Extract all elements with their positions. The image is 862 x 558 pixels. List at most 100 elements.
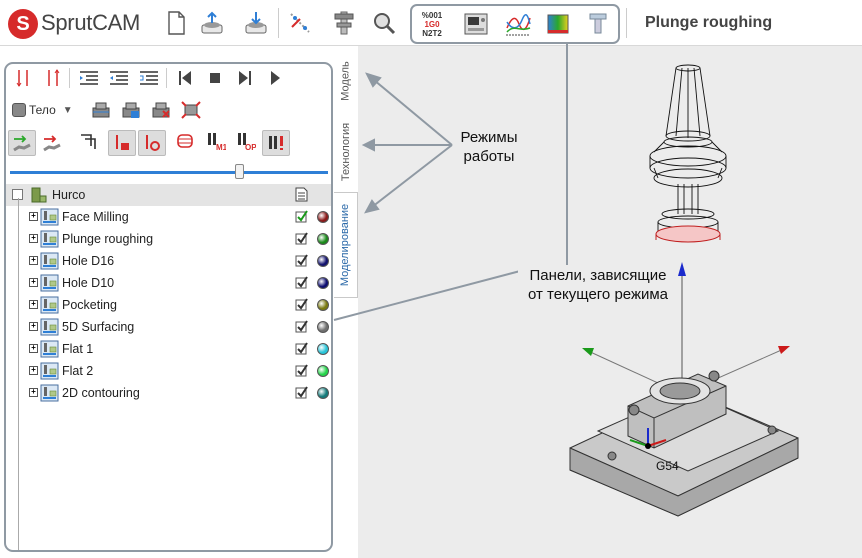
operation-check-icon[interactable] bbox=[295, 298, 308, 311]
toolpath-icon[interactable] bbox=[76, 130, 102, 152]
move-down-icon[interactable] bbox=[10, 67, 36, 89]
stop-icon[interactable] bbox=[202, 67, 228, 89]
expand-icon[interactable]: + bbox=[29, 300, 38, 309]
tree-operation-row[interactable]: +Flat 2 bbox=[6, 360, 331, 382]
expand-icon[interactable]: + bbox=[29, 344, 38, 353]
body-icon bbox=[12, 103, 26, 117]
new-file-icon[interactable] bbox=[160, 6, 192, 40]
color-map-icon[interactable] bbox=[542, 7, 574, 41]
operation-label: Hole D16 bbox=[62, 254, 115, 268]
curve-chart-icon[interactable] bbox=[502, 7, 534, 41]
modes-callout: Режимы работы bbox=[455, 128, 523, 166]
local-triad bbox=[629, 428, 667, 449]
expand-icon[interactable]: + bbox=[29, 212, 38, 221]
simulation-speed-slider[interactable] bbox=[10, 171, 328, 174]
move-up-icon[interactable] bbox=[40, 67, 66, 89]
operation-check-icon[interactable] bbox=[295, 276, 308, 289]
operation-check-icon[interactable] bbox=[295, 364, 308, 377]
simulate-all-icon[interactable] bbox=[8, 130, 36, 156]
stop-op-icon[interactable]: OP bbox=[232, 130, 258, 152]
tree-root-label: Hurco bbox=[52, 188, 86, 202]
simulate-current-icon[interactable] bbox=[38, 130, 66, 156]
stock-icon[interactable] bbox=[88, 99, 114, 121]
mode-tabs: Модель Технология Моделирование bbox=[334, 46, 358, 306]
tab-technology[interactable]: Технология bbox=[340, 122, 353, 182]
document-icon[interactable] bbox=[295, 187, 308, 202]
operation-color-dot[interactable] bbox=[317, 343, 329, 355]
tree-operation-row[interactable]: + Hole D10 bbox=[6, 272, 331, 294]
operation-color-dot[interactable] bbox=[317, 277, 329, 289]
x-axis-arrow bbox=[778, 346, 790, 354]
delete-stock-icon[interactable] bbox=[148, 99, 174, 121]
operation-label: Pocketing bbox=[62, 298, 117, 312]
tree-operation-row[interactable]: + Pocketing bbox=[6, 294, 331, 316]
fit-stock-icon[interactable] bbox=[178, 99, 204, 121]
tree-root-machine[interactable]: Hurco bbox=[6, 184, 331, 206]
caliper-icon[interactable] bbox=[328, 6, 360, 40]
operation-label: Face Milling bbox=[62, 210, 129, 224]
operation-icon bbox=[40, 208, 59, 226]
tree-operation-row[interactable]: + Flat 1 bbox=[6, 338, 331, 360]
expand-icon[interactable]: + bbox=[29, 278, 38, 287]
tool-icon[interactable] bbox=[582, 7, 614, 41]
expand-icon[interactable]: + bbox=[29, 234, 38, 243]
outdent-list-icon[interactable] bbox=[106, 67, 132, 89]
nc-program-icon[interactable]: %001 1G0 N2T2 bbox=[421, 10, 443, 38]
expand-icon[interactable]: + bbox=[29, 256, 38, 265]
operation-check-icon[interactable] bbox=[295, 232, 308, 245]
stop-on-error-icon[interactable] bbox=[262, 130, 290, 156]
simulation-speed-slider-thumb[interactable] bbox=[234, 164, 244, 179]
operation-color-dot[interactable] bbox=[317, 233, 329, 245]
panels-callout: Панели, зависящие от текущего режима bbox=[518, 266, 678, 304]
operation-color-dot[interactable] bbox=[317, 365, 329, 377]
measure-icon[interactable] bbox=[284, 6, 316, 40]
scene-drawing bbox=[569, 64, 799, 517]
play-icon[interactable] bbox=[262, 67, 288, 89]
operation-check-icon[interactable] bbox=[295, 254, 308, 267]
operation-color-dot[interactable] bbox=[317, 299, 329, 311]
operation-check-icon[interactable] bbox=[295, 342, 308, 355]
expand-icon[interactable]: + bbox=[29, 322, 38, 331]
zoom-tool-icon[interactable] bbox=[368, 6, 400, 40]
operation-color-dot[interactable] bbox=[317, 255, 329, 267]
tool-holder-check-icon[interactable] bbox=[172, 130, 198, 152]
operation-color-dot[interactable] bbox=[317, 387, 329, 399]
tree-line bbox=[18, 198, 19, 550]
collapse-icon[interactable] bbox=[12, 189, 23, 200]
operation-icon bbox=[40, 362, 59, 380]
expand-icon[interactable]: + bbox=[29, 388, 38, 397]
operations-panel: Тело ▼ M1 OP Hurco + Face Milling + Plunge … bbox=[4, 62, 333, 552]
operation-icon bbox=[40, 340, 59, 358]
machine-control-icon[interactable] bbox=[460, 7, 492, 41]
stop-m1-icon[interactable]: M1 bbox=[202, 130, 228, 152]
tree-operation-row[interactable]: + Hole D16 bbox=[6, 250, 331, 272]
indent-list-icon[interactable] bbox=[76, 67, 102, 89]
operation-label: Hole D10 bbox=[62, 276, 115, 290]
tree-operation-row[interactable]: + Face Milling bbox=[6, 206, 331, 228]
operation-check-icon[interactable] bbox=[295, 320, 308, 333]
operation-icon bbox=[40, 230, 59, 248]
tree-operation-row[interactable]: +5D Surfacing bbox=[6, 316, 331, 338]
operation-check-icon[interactable] bbox=[295, 210, 308, 223]
tab-model[interactable]: Модель bbox=[340, 61, 353, 101]
tree-operation-row[interactable]: + Plunge roughing bbox=[6, 228, 331, 250]
operation-label: Flat 1 bbox=[62, 342, 94, 356]
step-forward-icon[interactable] bbox=[232, 67, 258, 89]
rewind-start-icon[interactable] bbox=[172, 67, 198, 89]
open-file-icon[interactable] bbox=[196, 6, 228, 40]
save-stock-icon[interactable] bbox=[118, 99, 144, 121]
operation-label: Plunge roughing bbox=[62, 232, 154, 246]
check-collision-icon[interactable] bbox=[108, 130, 136, 156]
body-dropdown[interactable]: Тело ▼ bbox=[12, 100, 73, 120]
expand-icon[interactable]: + bbox=[29, 366, 38, 375]
tab-simulation[interactable]: Моделирование bbox=[334, 192, 358, 298]
tree-operation-row[interactable]: +2D contouring bbox=[6, 382, 331, 404]
list-order-icon[interactable] bbox=[136, 67, 162, 89]
window-title: Plunge roughing bbox=[645, 14, 773, 31]
operation-color-dot[interactable] bbox=[317, 211, 329, 223]
operation-color-dot[interactable] bbox=[317, 321, 329, 333]
svg-text:M1: M1 bbox=[216, 143, 226, 151]
save-file-icon[interactable] bbox=[240, 6, 272, 40]
operation-check-icon[interactable] bbox=[295, 386, 308, 399]
check-gouge-icon[interactable] bbox=[138, 130, 166, 156]
